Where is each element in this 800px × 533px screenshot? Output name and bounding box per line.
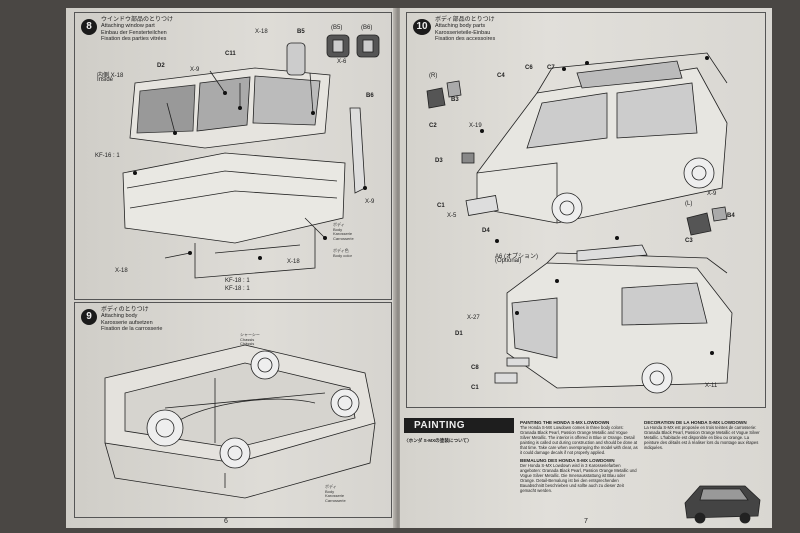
label-b4: B4 (727, 213, 735, 219)
label-c6: C6 (525, 65, 533, 71)
step-10-title-de: Karosserieteile-Einbau (435, 29, 491, 36)
step-8-title-de: Einbau der Fensterteilchen (101, 29, 167, 36)
step-9-body-label: ボディ Body Karosserie Carrosserie (325, 484, 346, 503)
step-9-title-jp: ボディのとりつけ (101, 307, 149, 313)
book-spine (393, 8, 403, 528)
step-10-title-en: Attaching body parts (435, 23, 486, 30)
chassis-fr: Châssis (240, 341, 255, 347)
painting-en-column: PAINTING THE HONDA S-MX LOWDOWN The Hond… (520, 420, 638, 520)
step9-body-en: Body (325, 488, 335, 494)
label-x6: X-6 (337, 59, 347, 65)
label-c7: C7 (547, 65, 555, 71)
step-8-panel: 8 ウインドウ部品のとりつけ Attaching window part Ein… (74, 12, 392, 300)
label-b5-paren: (B5) (331, 25, 343, 31)
label-l: (L) (685, 201, 693, 207)
label-d2: D2 (157, 63, 165, 69)
label-d4: D4 (482, 228, 490, 234)
painting-fr-text: La Honda S-MX est proposée en trois tein… (644, 425, 760, 450)
painting-de-text: Der Honda S-MX Lowdown wird in 3 Karosse… (520, 463, 637, 493)
body-jp: ボディ (333, 222, 345, 227)
step-9-title-fr: Fixation de la carrosserie (101, 326, 163, 333)
label-kf18-b: KF-18 : 1 (225, 286, 250, 292)
chassis-en: Chassis (240, 336, 255, 342)
label-a6: A6 (オプション) (495, 254, 539, 260)
label-c1-b: C1 (471, 385, 479, 391)
painting-banner: PAINTING (404, 418, 514, 433)
step-9-title-de: Karosserie aufsetzen (101, 319, 153, 326)
label-b6-paren: (B6) (361, 25, 373, 31)
painting-en-heading: PAINTING THE HONDA S-MX LOWDOWN (520, 420, 610, 425)
step9-body-fr: Carrosserie (325, 497, 346, 503)
label-kf18-a: KF-18 : 1 (225, 278, 250, 284)
painting-de-heading: BEMALUNG DES HONDA S-MX LOWDOWN (520, 458, 615, 463)
body-de: Karosserie (333, 231, 353, 237)
label-x18-c: X-18 (287, 259, 300, 265)
step-9-title: ボディのとりつけ Attaching body Karosserie aufse… (101, 307, 162, 333)
step9-body-de: Karosserie (325, 493, 345, 499)
step-8-title: ウインドウ部品のとりつけ Attaching window part Einba… (101, 17, 173, 43)
step9-body-jp: ボディ (325, 484, 337, 489)
label-inside-en: Inside (97, 77, 114, 83)
page-number-right: 7 (584, 518, 588, 525)
label-c4: C4 (497, 73, 505, 79)
step-10-title-jp: ボディ部品のとりつけ (435, 17, 495, 23)
step-8-number: 8 (81, 19, 97, 35)
body-en: Body (333, 226, 343, 232)
step-9-panel: 9 ボディのとりつけ Attaching body Karosserie auf… (74, 302, 392, 518)
painting-fr-heading: DECORATION DE LA HONDA S-MX LOWDOWN (644, 420, 747, 425)
step-8-body-label: ボディ Body Karosserie Carrosserie (333, 222, 354, 241)
step-9-chassis-label: シャーシー Chassis Châssis (240, 332, 260, 347)
label-x9: X-9 (707, 191, 717, 197)
painting-jp-column: 〈ホンダ S-MXの塗装について〉 (404, 438, 514, 443)
label-d3: D3 (435, 158, 443, 164)
label-x27: X-27 (467, 315, 480, 321)
label-x11: X-11 (705, 383, 718, 389)
label-a6-optional: (Optional) (495, 258, 522, 264)
label-kf16: KF-16 : 1 (95, 153, 120, 159)
step-10-drawing (426, 52, 733, 394)
painting-en-text: The Honda S-MX Lowdown comes in three bo… (520, 425, 638, 455)
label-c11: C11 (225, 51, 236, 57)
left-page: 8 ウインドウ部品のとりつけ Attaching window part Ein… (66, 8, 396, 528)
step-8-title-fr: Fixation des parties vitrées (101, 36, 167, 43)
chassis-jp: シャーシー (240, 332, 260, 337)
label-x9-a: X-9 (190, 67, 200, 73)
label-x9-b: X-9 (365, 199, 375, 205)
label-inside: 内側 X-18 (97, 73, 124, 79)
painting-jp-heading: 〈ホンダ S-MXの塗装について〉 (404, 438, 472, 443)
step-10-panel: 10 ボディ部品のとりつけ Attaching body parts Karos… (406, 12, 766, 408)
page-number-left: 6 (224, 518, 228, 525)
label-d1: D1 (455, 331, 463, 337)
step-10-title-fr: Fixation des accessoires (435, 36, 496, 43)
body-fr: Carrosserie (333, 235, 354, 241)
body-color-en: Body color (333, 252, 352, 258)
label-c2: C2 (429, 123, 437, 129)
label-r: (R) (429, 73, 438, 79)
label-c3: C3 (685, 238, 693, 244)
step-8-body-color-label: ボディ色 Body color (333, 248, 352, 258)
right-page: 10 ボディ部品のとりつけ Attaching body parts Karos… (400, 8, 772, 528)
label-c1-a: C1 (437, 203, 445, 209)
label-b6: B6 (366, 93, 374, 99)
label-x18-b: X-18 (115, 268, 128, 274)
label-b3: B3 (451, 97, 459, 103)
body-color-jp: ボディ色 (333, 248, 349, 253)
step-9-title-en: Attaching body (101, 313, 138, 320)
step-10-title: ボディ部品のとりつけ Attaching body parts Karosser… (435, 17, 495, 43)
step-10-number: 10 (413, 19, 431, 35)
step-9-number: 9 (81, 309, 97, 325)
step-9-drawing (104, 344, 376, 499)
label-b5: B5 (297, 29, 305, 35)
step-8-drawing (122, 34, 380, 279)
label-x18-a: X-18 (255, 29, 268, 35)
painting-fr-column: DECORATION DE LA HONDA S-MX LOWDOWN La H… (644, 420, 762, 490)
step-8-title-jp: ウインドウ部品のとりつけ (101, 17, 174, 23)
label-c8: C8 (471, 365, 479, 371)
label-x5: X-5 (447, 213, 457, 219)
step-8-title-en: Attaching window part (101, 23, 155, 30)
label-x19: X-19 (469, 123, 482, 129)
